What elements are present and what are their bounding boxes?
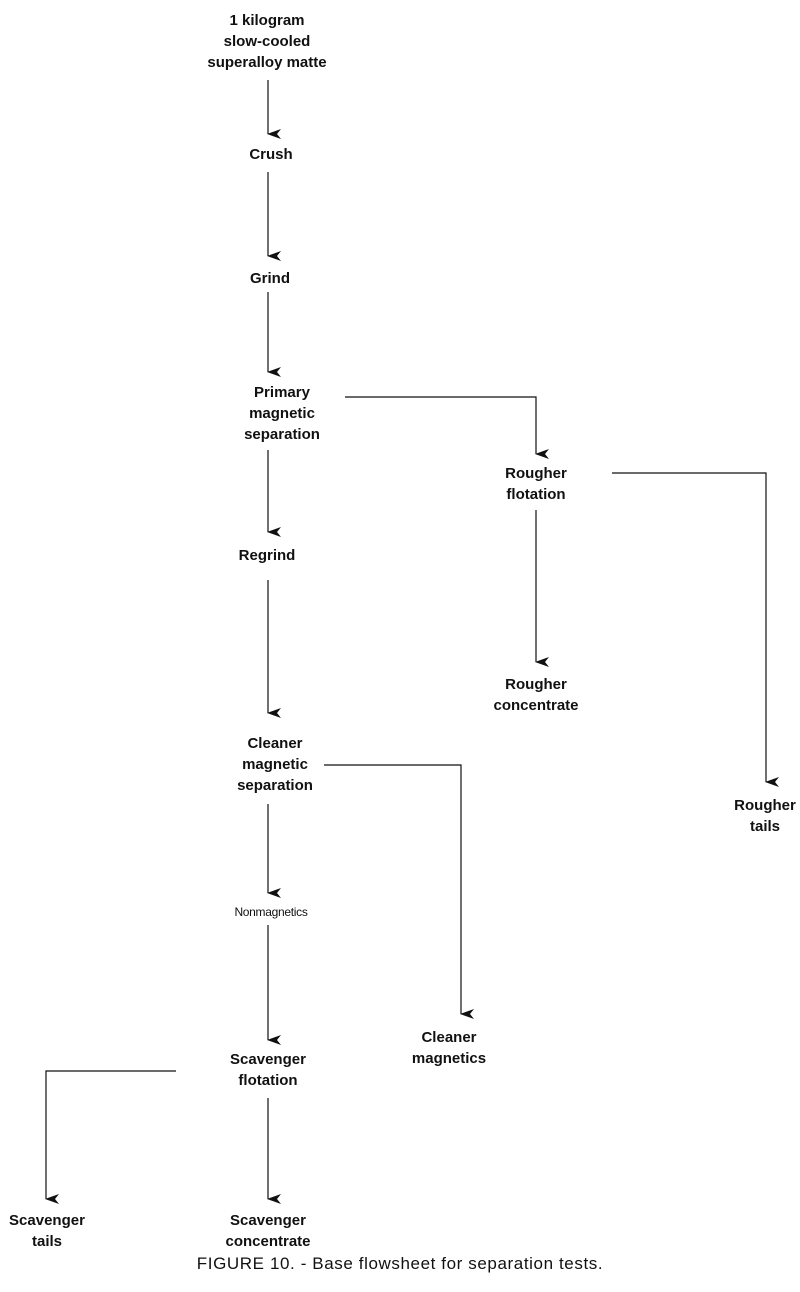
node-regrind: Regrind (238, 547, 296, 564)
figure-caption: FIGURE 10. - Base flowsheet for separati… (196, 1254, 604, 1273)
node-grind: Grind (250, 270, 290, 287)
node-scavenger-tails: Scavenger tails (9, 1212, 85, 1250)
edge-primary-rougher-flotation (345, 396, 549, 459)
node-rougher-tails: Rougher tails (734, 797, 796, 835)
edge-rougher-flotation-tails (612, 472, 779, 787)
node-scavenger-concentrate: Scavenger concentrate (225, 1212, 311, 1250)
edge-cleaner-magnetics (324, 764, 474, 1019)
edge-scavenger-tails (45, 1070, 176, 1204)
node-rougher-concentrate: Rougher concentrate (493, 676, 579, 714)
node-cleaner-magnetics: Cleaner magnetics (411, 1029, 487, 1067)
node-crush: Crush (249, 146, 293, 163)
node-rougher-flotation: Rougher flotation (505, 465, 567, 503)
node-scavenger-flotation: Scavenger flotation (230, 1051, 306, 1089)
node-primary-magnetic-separation: Primary magnetic separation (244, 384, 320, 443)
node-start: 1 kilogram slow-cooled superalloy matte (207, 12, 327, 71)
node-cleaner-magnetic-separation: Cleaner magnetic separation (237, 735, 313, 794)
node-nonmagnetics: Nonmagnetics (234, 905, 308, 919)
